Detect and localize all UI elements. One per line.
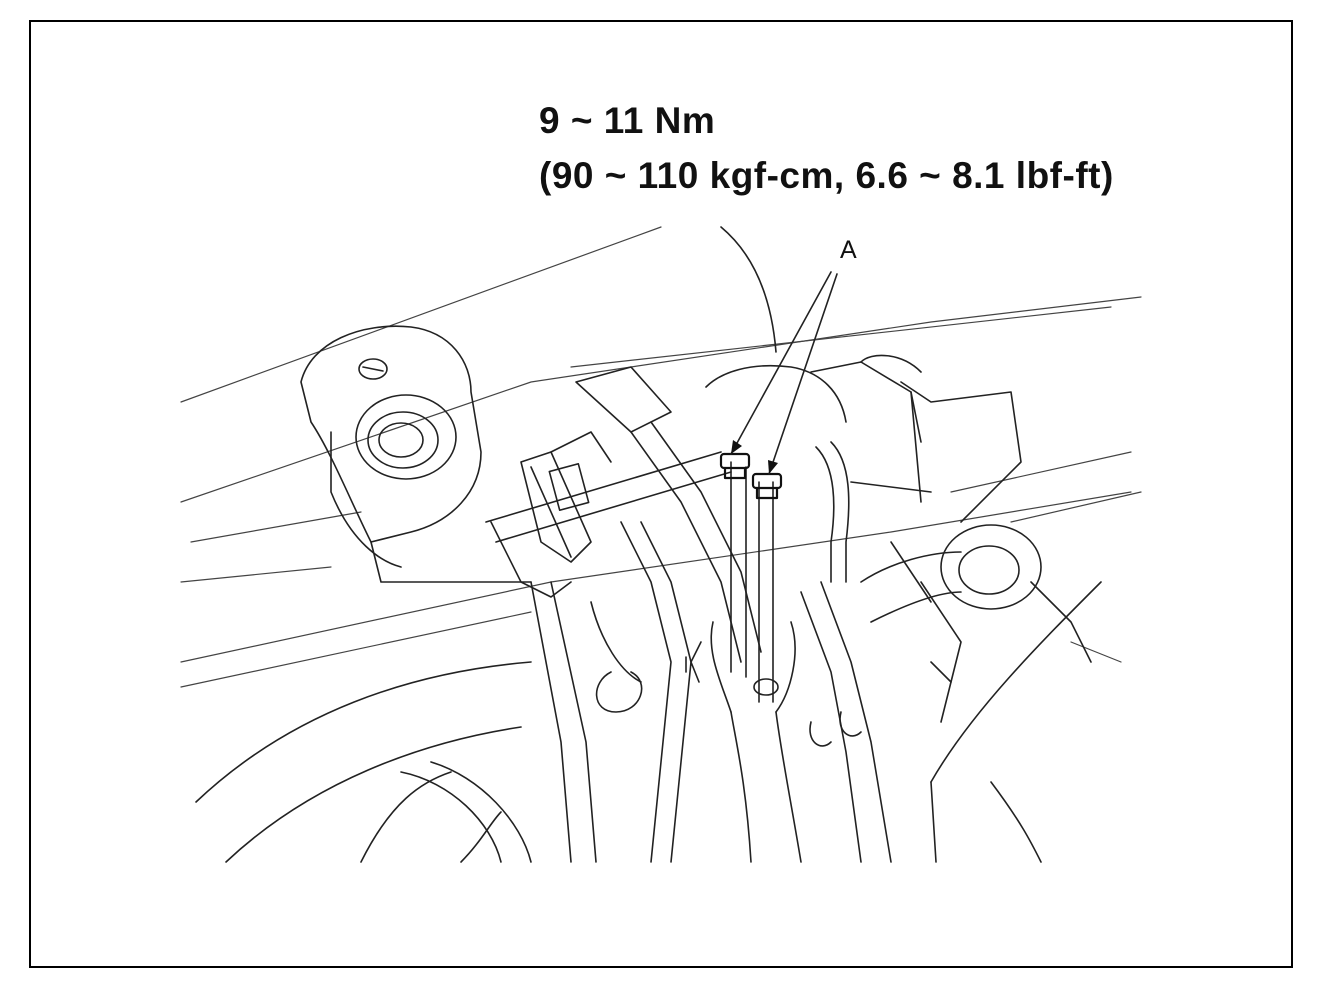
body-panel-lines [180,226,1142,688]
lower-arc-lines [195,581,1102,863]
left-bracket [300,325,532,583]
diagram-frame: 9 ~ 11 Nm (90 ~ 110 kgf-cm, 6.6 ~ 8.1 lb… [29,20,1293,968]
upper-tube [575,366,762,863]
control-arm [485,431,732,863]
right-hose [800,354,1022,863]
callout-label-a: A [840,236,857,264]
component-line-drawing [180,226,1142,863]
callout-a-leaders [730,271,838,475]
center-bolt-bracket [685,226,847,863]
right-joint [890,524,1092,723]
torque-spec-imperial: (90 ~ 110 kgf-cm, 6.6 ~ 8.1 lbf-ft) [539,155,1114,196]
torque-spec-metric: 9 ~ 11 Nm [539,100,716,141]
